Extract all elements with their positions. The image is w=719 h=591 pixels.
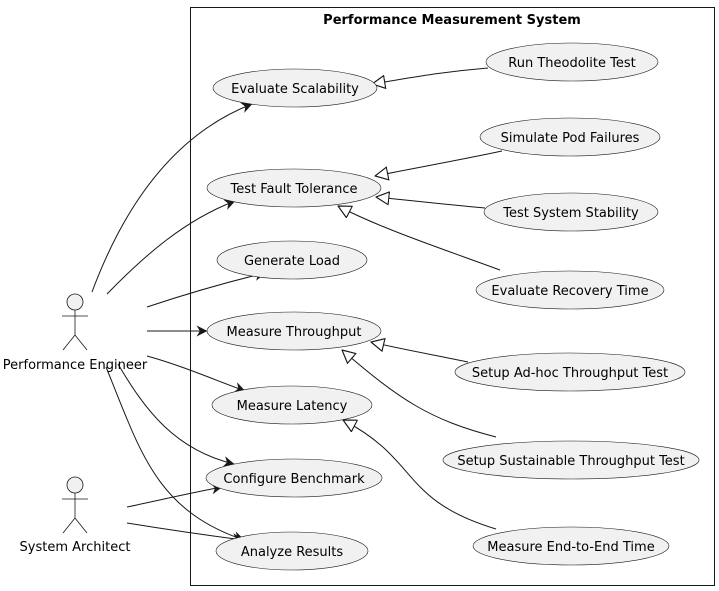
use-case-label: Generate Load: [244, 254, 340, 269]
use-case-test-fault-tolerance[interactable]: Test Fault Tolerance: [206, 168, 382, 208]
use-case-label: Simulate Pod Failures: [501, 131, 640, 146]
gen-edge-theodolite-to-scalability: [372, 67, 489, 84]
edge-engineer-test-fault-tolerance: [106, 199, 236, 295]
use-case-analyze-results[interactable]: Analyze Results: [215, 531, 369, 571]
use-case-run-theodolite-test[interactable]: Run Theodolite Test: [485, 42, 659, 82]
edge-engineer-analyze-results: [105, 366, 245, 542]
edge-engineer-configure-benchmark: [117, 363, 235, 467]
generalization-edges: [338, 67, 503, 530]
use-case-measure-end-to-end-time[interactable]: Measure End-to-End Time: [472, 526, 670, 566]
use-case-configure-benchmark[interactable]: Configure Benchmark: [205, 458, 383, 498]
use-case-label: Measure Latency: [237, 399, 348, 414]
edge-engineer-evaluate-scalability: [91, 102, 253, 293]
use-case-generate-load[interactable]: Generate Load: [216, 240, 368, 280]
gen-edge-stability-to-fault-tolerance: [376, 197, 486, 209]
use-case-simulate-pod-failures[interactable]: Simulate Pod Failures: [479, 117, 661, 157]
system-title: Performance Measurement System: [323, 13, 581, 28]
use-case-label: Measure End-to-End Time: [487, 540, 654, 555]
use-case-label: Setup Ad-hoc Throughput Test: [472, 366, 668, 381]
stick-figure-icon: [62, 293, 88, 351]
use-case-label: Setup Sustainable Throughput Test: [457, 454, 684, 469]
association-edges: [91, 102, 266, 545]
gen-edge-recovery-to-fault-tolerance: [338, 206, 501, 271]
use-cases: Evaluate Scalability Run Theodolite Test…: [205, 42, 700, 571]
use-case-measure-throughput[interactable]: Measure Throughput: [206, 311, 382, 351]
gen-edge-adhoc-to-throughput: [371, 342, 469, 363]
actor-system-architect[interactable]: System Architect: [20, 476, 131, 555]
use-case-label: Measure Throughput: [227, 325, 362, 340]
use-case-label: Test Fault Tolerance: [229, 182, 357, 197]
stick-figure-icon: [62, 476, 88, 534]
use-case-test-system-stability[interactable]: Test System Stability: [483, 192, 659, 232]
edge-engineer-measure-latency: [146, 355, 246, 393]
gen-edge-sustainable-to-throughput: [342, 350, 497, 438]
use-case-label: Evaluate Scalability: [231, 82, 359, 97]
actor-performance-engineer[interactable]: Performance Engineer: [3, 293, 148, 373]
use-case-label: Configure Benchmark: [223, 472, 365, 487]
use-case-evaluate-scalability[interactable]: Evaluate Scalability: [212, 68, 378, 108]
actor-label: Performance Engineer: [3, 358, 148, 373]
use-case-label: Evaluate Recovery Time: [491, 284, 648, 299]
use-case-setup-adhoc-throughput-test[interactable]: Setup Ad-hoc Throughput Test: [454, 352, 686, 392]
use-case-measure-latency[interactable]: Measure Latency: [211, 385, 373, 425]
gen-edge-end-to-end-to-latency: [343, 420, 497, 530]
use-case-evaluate-recovery-time[interactable]: Evaluate Recovery Time: [475, 270, 665, 310]
gen-edge-pod-failures-to-fault-tolerance: [375, 150, 503, 176]
system-boundary: Performance Measurement System: [190, 7, 715, 586]
edge-architect-analyze-results: [126, 522, 244, 545]
actor-label: System Architect: [20, 540, 131, 555]
edge-engineer-generate-load: [146, 270, 266, 308]
edge-architect-configure-benchmark: [126, 483, 223, 508]
use-case-label: Run Theodolite Test: [508, 56, 635, 71]
use-case-label: Test System Stability: [502, 206, 639, 221]
use-case-setup-sustainable-throughput-test[interactable]: Setup Sustainable Throughput Test: [442, 440, 700, 480]
use-case-label: Analyze Results: [241, 545, 344, 560]
